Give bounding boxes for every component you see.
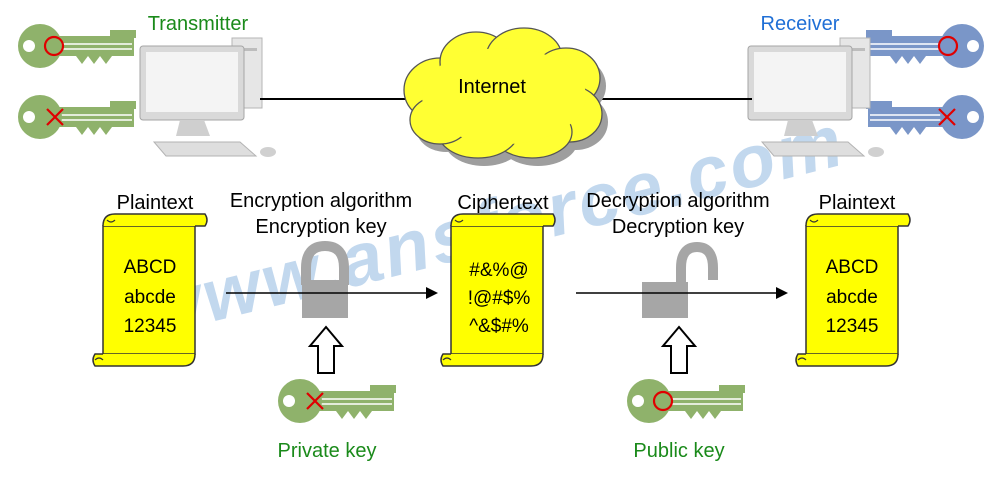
padlock-open-icon [642, 241, 718, 318]
public-key-up-arrow-icon [660, 325, 698, 374]
private-key-icon [276, 377, 398, 425]
ciphertext-line-3: ^&$#% [469, 316, 529, 337]
public-key-icon [625, 377, 747, 425]
plaintext-right-line-1: ABCD [826, 257, 879, 278]
transmitter-label: Transmitter [148, 13, 249, 35]
decryption-algorithm-label: Decryption algorithm [586, 190, 769, 212]
encryption-flow-arrow [226, 287, 438, 299]
receiver-private-key-icon [864, 93, 986, 141]
internet-label: Internet [458, 76, 526, 98]
plaintext-right-line-3: 12345 [826, 316, 879, 337]
transmitter-private-key-icon [16, 93, 138, 141]
decryption-key-label: Decryption key [612, 216, 744, 238]
private-key-up-arrow-icon [307, 325, 345, 374]
receiver-public-key-icon [864, 22, 986, 70]
receiver-label: Receiver [761, 13, 840, 35]
plaintext-left-line-2: abcde [124, 287, 176, 308]
transmitter-computer-icon [139, 37, 277, 158]
ciphertext-label: Ciphertext [457, 192, 549, 214]
encryption-key-label: Encryption key [255, 216, 386, 238]
decryption-flow-arrow [576, 287, 788, 299]
ciphertext-line-1: #&%@ [469, 260, 528, 281]
transmitter-public-key-icon [16, 22, 138, 70]
plaintext-left-label: Plaintext [117, 192, 194, 214]
internet-cloud-icon [403, 27, 608, 166]
encryption-algorithm-label: Encryption algorithm [230, 190, 412, 212]
ciphertext-line-2: !@#$% [468, 288, 531, 309]
plaintext-left-line-1: ABCD [124, 257, 177, 278]
public-key-label: Public key [633, 440, 724, 462]
plaintext-right-line-2: abcde [826, 287, 878, 308]
padlock-closed-icon [301, 240, 349, 318]
plaintext-left-line-3: 12345 [124, 316, 177, 337]
plaintext-right-label: Plaintext [819, 192, 896, 214]
private-key-label: Private key [278, 440, 377, 462]
